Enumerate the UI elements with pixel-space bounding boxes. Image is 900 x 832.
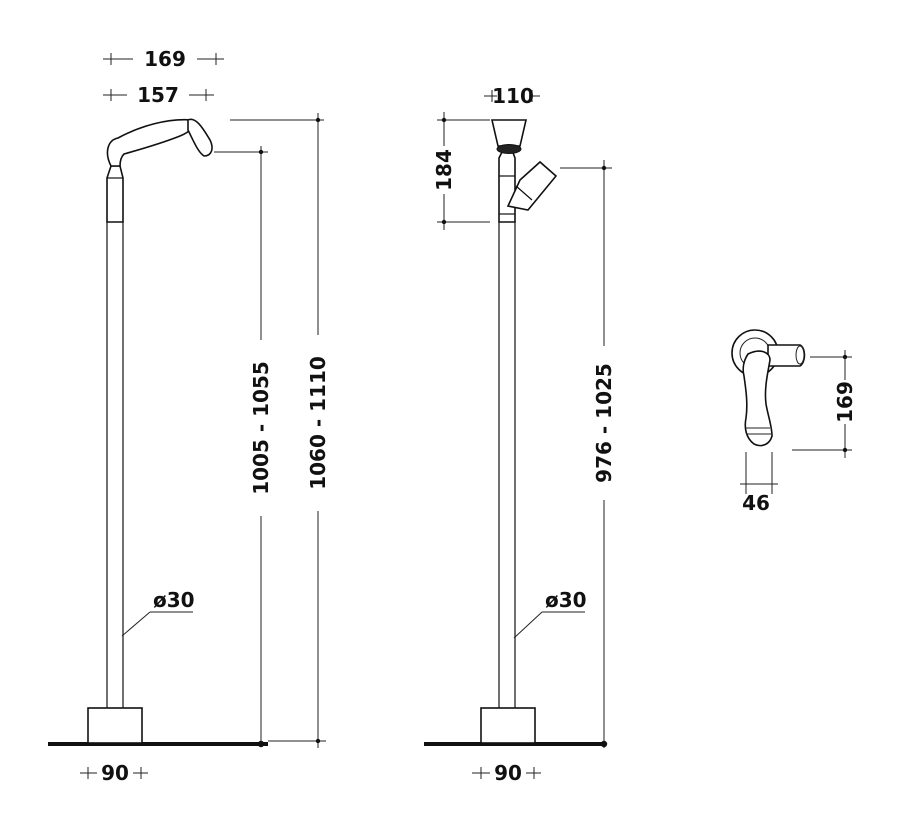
middle-spout-head — [490, 119, 528, 147]
left-base-block — [87, 707, 143, 744]
left-dim-outlet-label: 1005 - 1055 — [249, 361, 273, 495]
middle-dim-handle-label: 976 - 1025 — [592, 363, 616, 483]
middle-dim-90-label: 90 — [494, 761, 522, 785]
left-dim-total-label: 1060 - 1110 — [306, 356, 330, 490]
left-diameter-leader — [121, 611, 151, 637]
right-dim-46-label: 46 — [742, 491, 770, 515]
middle-handle-joint — [515, 185, 533, 201]
left-spout-head — [187, 118, 213, 157]
middle-dim-184-label: 184 — [432, 149, 456, 191]
middle-view: 110 184 976 - 1025 ø30 90 — [424, 84, 617, 785]
left-diameter-label: ø30 — [153, 588, 195, 612]
left-dim-157-label: 157 — [137, 83, 179, 107]
right-spout-tip — [795, 345, 805, 365]
middle-handle-lever — [506, 160, 558, 211]
left-pipe-sleeve — [106, 165, 124, 223]
right-view: 169 46 — [731, 329, 859, 515]
middle-base-block — [480, 707, 536, 744]
right-spout-head — [767, 344, 806, 367]
middle-diameter-leader — [513, 611, 543, 639]
left-dim-169-label: 169 — [144, 47, 186, 71]
middle-upper-body — [498, 149, 516, 223]
middle-diameter-label: ø30 — [545, 588, 587, 612]
right-handle-lever — [742, 350, 773, 447]
left-view: 169 157 1005 - 1055 1060 - 1110 ø30 90 — [48, 47, 331, 785]
middle-spout-aerator — [496, 144, 522, 154]
left-dim-90-label: 90 — [101, 761, 129, 785]
middle-dim-110-label: 110 — [492, 84, 534, 108]
right-dim-169-label: 169 — [833, 381, 857, 423]
left-spout-arm — [106, 118, 195, 167]
